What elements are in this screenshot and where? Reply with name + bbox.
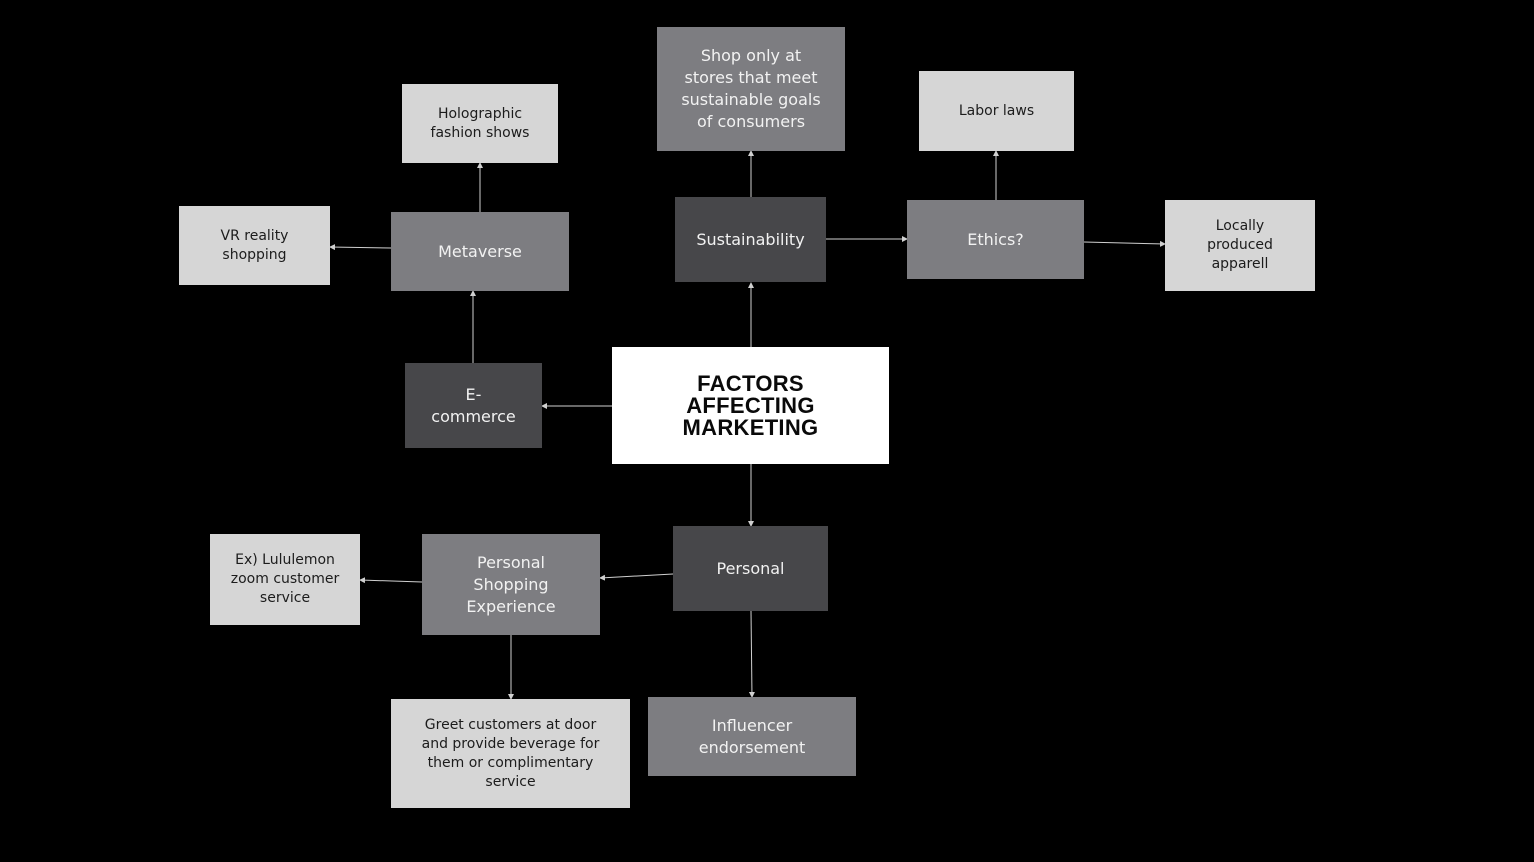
node-shop-sustainable: Shop only at stores that meet sustainabl…: [657, 27, 845, 151]
node-personal-label: Personal: [716, 558, 785, 578]
node-labor-laws: Labor laws: [919, 71, 1074, 151]
node-sustainability-label: Sustainability: [696, 229, 805, 249]
connector-ethics-to-local: [1083, 240, 1166, 247]
node-holographic: Holographic fashion shows: [402, 84, 558, 163]
node-sustainability: Sustainability: [675, 197, 826, 282]
node-personal-shopping-label: Personal Shopping Experience: [466, 552, 556, 616]
node-ethics-label: Ethics?: [967, 229, 1024, 249]
node-greet-customers: Greet customers at door and provide beve…: [391, 699, 630, 808]
node-holographic-label: Holographic fashion shows: [430, 105, 530, 141]
node-labor-laws-label: Labor laws: [958, 102, 1035, 119]
central-node-label: FACTORS AFFECTING MARKETING: [682, 370, 819, 440]
node-influencer-label: Influencer endorsement: [698, 715, 806, 757]
node-lululemon-label: Ex) Lululemon zoom customer service: [230, 552, 340, 606]
node-shop-sustainable-label: Shop only at stores that meet sustainabl…: [681, 46, 821, 131]
connector-metaverse-to-vr: [329, 244, 392, 251]
node-influencer: Influencer endorsement: [648, 697, 856, 776]
node-vr-shopping: VR reality shopping: [179, 206, 330, 285]
node-personal-shopping: Personal Shopping Experience: [422, 534, 600, 635]
node-ecommerce-label: E- commerce: [431, 384, 516, 426]
node-lululemon: Ex) Lululemon zoom customer service: [210, 534, 360, 625]
node-locally-produced: Locally produced apparell: [1165, 200, 1315, 291]
node-ecommerce: E- commerce: [405, 363, 542, 448]
node-personal: Personal: [673, 526, 828, 611]
node-locally-produced-label: Locally produced apparell: [1207, 218, 1273, 272]
node-metaverse-label: Metaverse: [438, 241, 522, 261]
connector-personal-to-pse: [599, 573, 674, 581]
node-ethics: Ethics?: [907, 200, 1084, 279]
node-greet-customers-label: Greet customers at door and provide beve…: [421, 716, 600, 790]
node-metaverse: Metaverse: [391, 212, 569, 291]
connector-personal-to-influencer: [748, 610, 755, 698]
central-node: FACTORS AFFECTING MARKETING: [612, 347, 889, 464]
connector-pse-to-lululemon: [359, 577, 423, 584]
node-vr-shopping-label: VR reality shopping: [220, 227, 289, 263]
